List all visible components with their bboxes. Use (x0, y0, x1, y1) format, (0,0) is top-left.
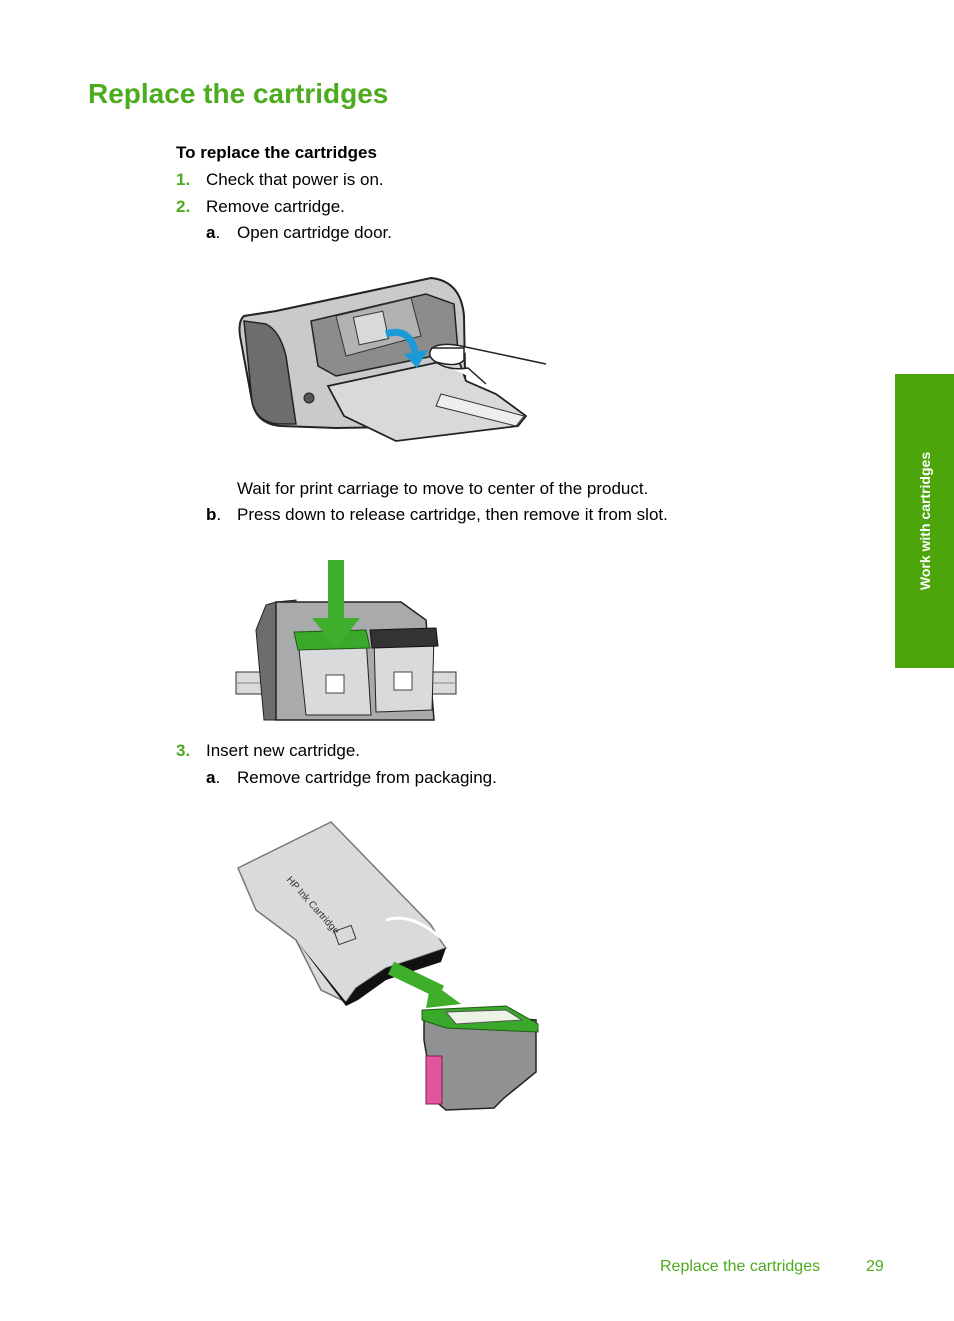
step-3: 3. (176, 741, 190, 761)
package-illustration: HP Ink Cartridge (237, 821, 539, 1111)
substep-letter: b. (206, 505, 222, 524)
step-number: 2. (176, 197, 191, 216)
substep-letter: a. (206, 768, 221, 787)
step-text: Remove cartridge. (206, 197, 345, 216)
step-text: Check that power is on. (206, 170, 384, 189)
substep-letter: a. (206, 223, 221, 242)
step-number: 1. (176, 170, 191, 189)
section-tab-label: Work with cartridges (916, 451, 933, 591)
step-2: 2. (176, 197, 190, 217)
substep-text: Press down to release cartridge, then re… (237, 505, 668, 524)
printer-illustration (238, 276, 547, 442)
carriage-illustration (235, 560, 457, 721)
page-number: 29 (866, 1258, 884, 1275)
substep-text: Open cartridge door. (237, 223, 392, 242)
procedure-title: To replace the cartridges (176, 143, 377, 162)
step-1: 1. (176, 170, 190, 190)
step-text: Insert new cartridge. (206, 741, 361, 760)
substep-text: Remove cartridge from packaging. (237, 768, 497, 787)
step-number: 3. (176, 741, 191, 760)
section-tab: Work with cartridges (895, 374, 954, 668)
footer-title: Replace the cartridges (660, 1258, 821, 1275)
note-text: Wait for print carriage to move to cente… (237, 479, 649, 498)
page-title: Replace the cartridges (88, 78, 389, 109)
